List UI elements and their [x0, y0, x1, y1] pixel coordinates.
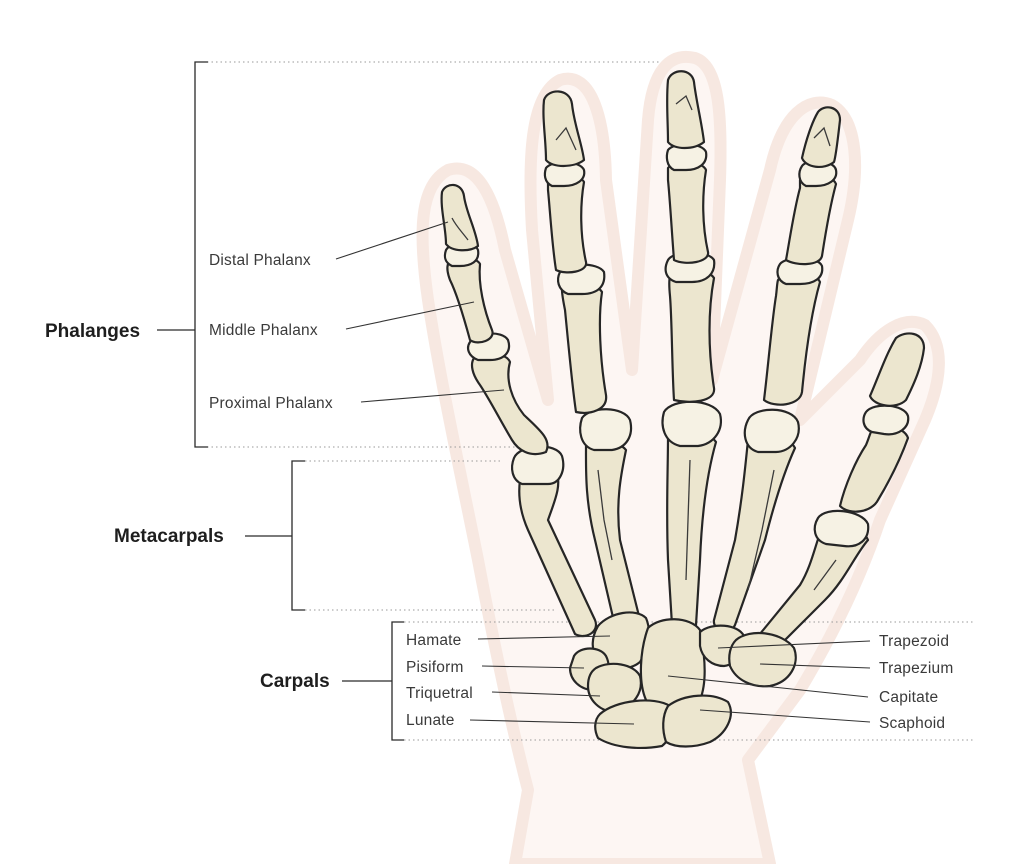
joint-cap-thumb: [862, 404, 910, 436]
middle-phalanges: [446, 161, 838, 344]
heading-carpals: Carpals: [260, 671, 330, 692]
leader-pisiform: [481, 665, 585, 669]
leader-trapezium: [759, 663, 871, 669]
label-distal-phalanx: Distal Phalanx: [209, 252, 311, 269]
middle-phalanx-ring: [546, 174, 588, 274]
label-trapezium: Trapezium: [879, 660, 953, 677]
metacarpal-head-ring: [579, 408, 633, 452]
label-pisiform: Pisiform: [406, 659, 464, 676]
label-proximal-phalanx: Proximal Phalanx: [209, 395, 333, 412]
distal-phalanx-thumb: [868, 332, 926, 407]
proximal-phalanx-ring: [560, 283, 608, 414]
distal-phalanx-middle: [666, 70, 706, 150]
distal-phalanx-little: [440, 183, 480, 252]
label-trapezoid: Trapezoid: [879, 633, 949, 650]
carpals-bracket: [342, 621, 404, 741]
leader-middle-phalanx: [345, 301, 475, 330]
detail-index-metacarpal: [747, 469, 775, 591]
leader-hamate: [477, 635, 611, 640]
proximal-phalanx-thumb: [838, 425, 910, 513]
detail-little-distal: [451, 217, 469, 241]
label-scaphoid: Scaphoid: [879, 715, 945, 732]
detail-thumb-metacarpal: [813, 559, 837, 591]
leader-lunate: [469, 719, 635, 725]
carpal-trapezium: [728, 632, 797, 688]
metacarpals-bracket: [245, 460, 305, 611]
leader-lines: [335, 221, 871, 725]
guide-lines: [207, 61, 975, 741]
carpal-labels-right: Trapezoid Trapezium Capitate Scaphoid: [879, 633, 953, 732]
metacarpal-head-middle: [661, 400, 722, 448]
bone-surface-details: [451, 94, 837, 591]
phalanx-labels: Distal Phalanx Middle Phalanx Proximal P…: [209, 252, 333, 412]
distal-phalanges: [440, 70, 926, 407]
detail-middle-metacarpal: [685, 459, 691, 581]
distal-phalanx-ring: [542, 90, 586, 168]
leader-proximal-phalanx: [360, 389, 505, 403]
leader-distal-phalanx: [335, 221, 449, 260]
heading-phalanges: Phalanges: [45, 321, 140, 342]
phalanges-bracket: [157, 61, 208, 448]
detail-ring-metacarpal: [597, 469, 613, 561]
leader-triquetral: [491, 691, 601, 697]
proximal-phalanx-index: [762, 273, 822, 406]
label-lunate: Lunate: [406, 712, 455, 729]
heading-metacarpals: Metacarpals: [114, 526, 224, 547]
leader-capitate: [667, 675, 869, 698]
proximal-joint-caps: [467, 251, 910, 436]
leader-trapezoid: [717, 640, 871, 649]
proximal-phalanx-little: [470, 352, 549, 456]
carpal-labels-left: Hamate Pisiform Triquetral Lunate: [406, 632, 473, 729]
label-middle-phalanx: Middle Phalanx: [209, 322, 318, 339]
middle-phalanx-middle: [666, 161, 710, 264]
brackets: [157, 61, 404, 741]
middle-phalanx-little: [446, 256, 494, 344]
label-capitate: Capitate: [879, 689, 938, 706]
carpal-lunate: [594, 699, 674, 750]
label-triquetral: Triquetral: [406, 685, 473, 702]
distal-phalanx-index: [800, 106, 842, 168]
detail-index-distal: [813, 126, 831, 147]
detail-middle-distal: [675, 94, 693, 111]
leader-scaphoid: [699, 709, 871, 723]
proximal-phalanges: [470, 269, 910, 513]
proximal-phalanx-middle: [668, 269, 716, 403]
detail-ring-distal: [555, 126, 577, 151]
label-hamate: Hamate: [406, 632, 461, 649]
metacarpal-head-thumb: [813, 509, 870, 548]
metacarpal-head-index: [743, 408, 800, 454]
carpal-bones: [568, 611, 797, 750]
carpal-scaphoid: [662, 694, 732, 748]
group-headings: Phalanges Metacarpals Carpals: [45, 321, 330, 692]
